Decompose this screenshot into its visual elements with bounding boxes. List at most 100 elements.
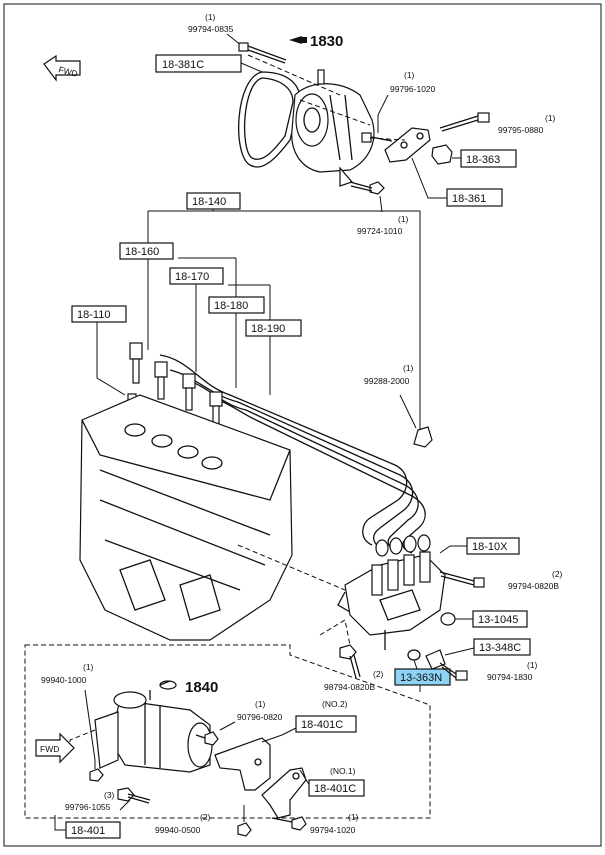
bolt-drawing bbox=[238, 42, 287, 64]
bolt-drawing bbox=[339, 644, 361, 679]
leader-line bbox=[299, 769, 311, 787]
bracket-no2-label: (NO.2) bbox=[322, 699, 348, 709]
leader-line bbox=[178, 257, 237, 388]
qty-label: (1) bbox=[398, 214, 409, 224]
alternator-bracket-drawing bbox=[384, 127, 431, 163]
callout-18-361: 18-361 bbox=[452, 193, 486, 205]
bolt-drawing bbox=[349, 181, 385, 195]
o-ring-drawing bbox=[440, 612, 456, 626]
callout-box[interactable] bbox=[466, 537, 520, 555]
part-number[interactable]: 99794-0820B bbox=[508, 581, 559, 591]
drive-belt-inner-drawing bbox=[244, 77, 294, 160]
dashed-leader bbox=[369, 137, 406, 141]
engine-block-drawing bbox=[79, 394, 293, 641]
qty-label: (2) bbox=[552, 569, 563, 579]
bolt-drawing bbox=[439, 112, 490, 132]
part-number[interactable]: 99796-1055 bbox=[65, 802, 111, 812]
part-number[interactable]: 99724-1010 bbox=[357, 226, 403, 236]
title-1830: 1830 bbox=[310, 33, 343, 50]
callout-18-160: 18-160 bbox=[125, 246, 159, 258]
callout-box[interactable] bbox=[295, 715, 357, 733]
callout-18-381C: 18-381C bbox=[162, 59, 204, 71]
part-number[interactable]: 99795-0880 bbox=[498, 125, 544, 135]
leader-line bbox=[261, 727, 297, 743]
dashed-leader bbox=[247, 54, 371, 126]
callout-18-401: 18-401 bbox=[71, 825, 105, 837]
starter-bracket-no2-drawing bbox=[214, 737, 271, 791]
leader-line bbox=[148, 210, 421, 430]
qty-label: (1) bbox=[403, 363, 414, 373]
callout-18-180: 18-180 bbox=[214, 300, 248, 312]
drive-belt-drawing bbox=[238, 71, 301, 168]
part-number[interactable]: 99796-1020 bbox=[390, 84, 436, 94]
bolt-drawing bbox=[439, 662, 468, 681]
leader-line bbox=[411, 157, 447, 199]
alternator-drawing bbox=[291, 69, 375, 187]
leader-line bbox=[54, 799, 131, 831]
part-number[interactable]: 99794-1020 bbox=[310, 825, 356, 835]
qty-label: (3) bbox=[104, 790, 115, 800]
part-number[interactable]: 99288-2000 bbox=[364, 376, 410, 386]
part-number[interactable]: 99940-1000 bbox=[41, 675, 87, 685]
part-number[interactable]: 90796-0820 bbox=[237, 712, 283, 722]
nut-drawing bbox=[237, 822, 252, 837]
title-1840: 1840 bbox=[185, 679, 218, 696]
leader-line bbox=[439, 545, 467, 554]
callout-box[interactable] bbox=[308, 779, 365, 797]
bolt-drawing bbox=[117, 787, 151, 804]
leader-line bbox=[444, 647, 475, 656]
part-number[interactable]: 99940-0500 bbox=[155, 825, 201, 835]
callout-18-110: 18-110 bbox=[77, 309, 110, 321]
bolt-drawing bbox=[361, 132, 372, 143]
qty-label: (1) bbox=[527, 660, 538, 670]
leader-line bbox=[84, 689, 96, 761]
qty-label: (2) bbox=[200, 812, 211, 822]
callout-box[interactable] bbox=[460, 149, 517, 168]
qty-label: (1) bbox=[545, 113, 556, 123]
part-number[interactable]: 90794-1830 bbox=[487, 672, 533, 682]
fwd-label: FWD bbox=[57, 64, 78, 79]
bullet-arrow-icon bbox=[289, 36, 307, 44]
callout-box[interactable] bbox=[472, 610, 528, 628]
callout-18-363: 18-363 bbox=[466, 154, 500, 166]
leader-line bbox=[399, 394, 417, 429]
starter-motor-drawing bbox=[94, 690, 213, 773]
callout-18-10X: 18-10X bbox=[472, 541, 508, 553]
leader-line bbox=[228, 284, 271, 395]
callout-13-1045: 13-1045 bbox=[478, 614, 518, 626]
starter-bracket-no1-drawing bbox=[261, 767, 307, 819]
bullet-arrow-icon bbox=[159, 680, 177, 690]
callout-box[interactable] bbox=[119, 242, 174, 260]
qty-label: (1) bbox=[348, 812, 359, 822]
bolt-drawing bbox=[439, 571, 485, 588]
part-number[interactable]: 98794-0820B bbox=[324, 682, 375, 692]
callout-18-190: 18-190 bbox=[251, 323, 285, 335]
callout-box[interactable] bbox=[473, 638, 531, 656]
qty-label: (1) bbox=[255, 699, 266, 709]
plug-boot-drawing bbox=[129, 342, 223, 429]
dashed-leader bbox=[237, 544, 346, 591]
part-number[interactable]: 99794-0835 bbox=[188, 24, 234, 34]
callout-box[interactable] bbox=[71, 305, 127, 323]
callout-18-401C-b: 18-401C bbox=[314, 783, 356, 795]
nut-drawing bbox=[89, 768, 104, 782]
fwd-arrow-icon bbox=[35, 732, 75, 764]
distributor-drawing bbox=[337, 551, 446, 650]
bushing-drawing bbox=[431, 144, 453, 165]
wire-clip-drawing bbox=[413, 426, 433, 448]
callout-18-170: 18-170 bbox=[175, 271, 209, 283]
callout-box[interactable] bbox=[65, 821, 121, 839]
leader-line bbox=[379, 195, 383, 213]
bolt-drawing bbox=[195, 731, 219, 746]
qty-label: (1) bbox=[83, 662, 94, 672]
callout-box-highlighted[interactable] bbox=[394, 668, 451, 686]
callout-box[interactable] bbox=[245, 319, 302, 337]
fwd-arrow-icon bbox=[43, 54, 81, 82]
callout-box[interactable] bbox=[446, 188, 503, 207]
leader-line bbox=[377, 94, 389, 116]
coupling-drawing bbox=[425, 649, 446, 670]
ignition-cap-boots-drawing bbox=[375, 534, 431, 557]
starter-group-frame bbox=[24, 644, 431, 819]
